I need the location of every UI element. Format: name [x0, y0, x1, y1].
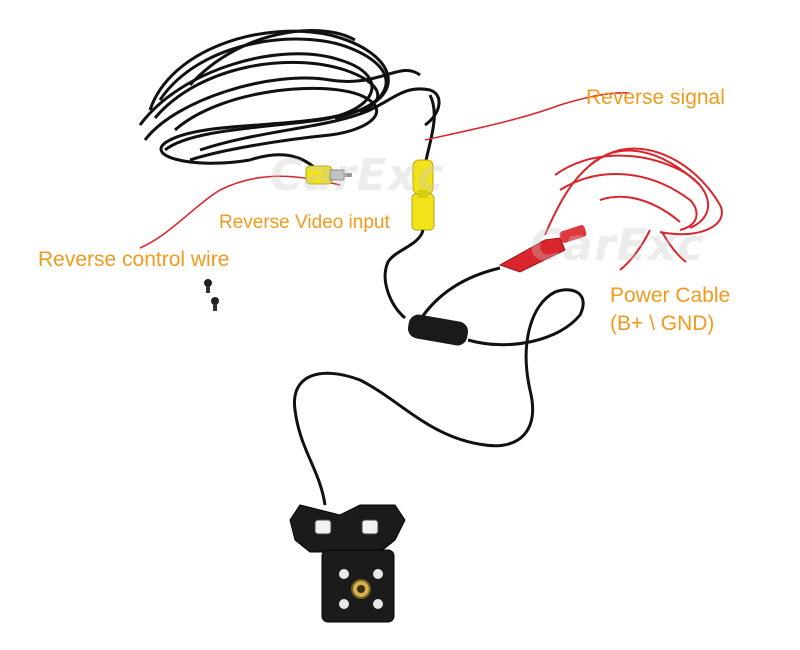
label-reverse-signal: Reverse signal: [586, 86, 725, 109]
camera-icon: [289, 504, 406, 623]
coiled-cable-bundle: [138, 29, 441, 165]
reverse-control-wire: [139, 175, 341, 249]
video-cable: [423, 94, 436, 166]
screw-icon: [211, 297, 219, 311]
label-power-cable-spec: (B+ \ GND): [610, 312, 715, 335]
video-output-cable: [383, 229, 425, 320]
watermark: CarExc: [270, 150, 445, 201]
cable-junction: [407, 314, 469, 346]
rca-male-cable: [249, 153, 316, 170]
camera-cable: [292, 288, 585, 506]
power-connector: [498, 225, 587, 273]
power-cable: [418, 266, 501, 321]
reverse-signal-wire: [424, 92, 631, 141]
label-reverse-control-wire: Reverse control wire: [38, 248, 230, 271]
screw-icon: [204, 279, 212, 293]
label-power-cable: Power Cable: [610, 284, 731, 307]
watermark: CarExc: [530, 220, 705, 271]
rca-connector-icon: [305, 165, 352, 185]
label-reverse-video-input: Reverse Video input: [219, 212, 390, 233]
power-wire-coil: [544, 147, 723, 271]
